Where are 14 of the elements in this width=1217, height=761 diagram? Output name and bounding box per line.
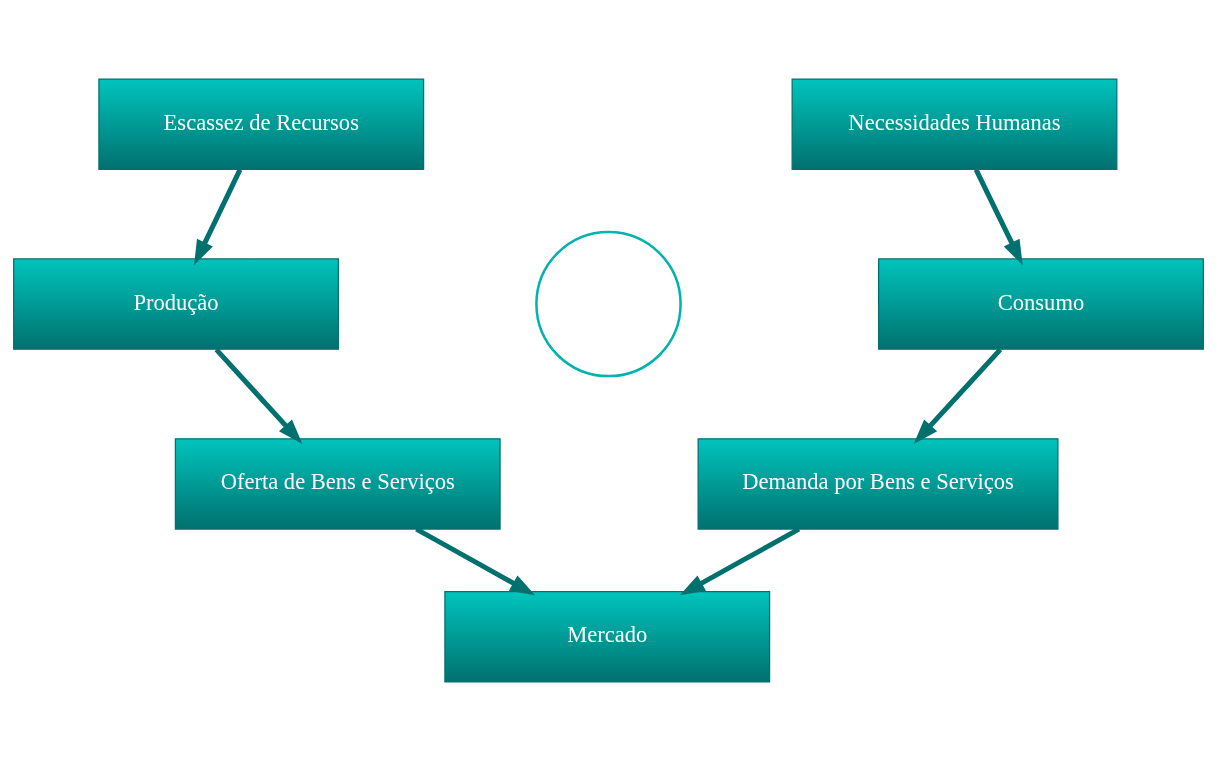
node-box: Escassez de Recursos	[98, 78, 425, 170]
node-box: Produção	[13, 258, 339, 350]
node-circle	[535, 230, 682, 378]
node-box: Demanda por Bens e Serviços	[697, 438, 1059, 530]
arrow	[913, 347, 1003, 444]
node-box: Necessidades Humanas	[791, 78, 1118, 170]
node-box: Oferta de Bens e Serviços	[174, 438, 501, 530]
arrow	[679, 526, 801, 596]
arrow	[214, 347, 303, 444]
node-box: Consumo	[878, 258, 1204, 350]
arrow	[194, 168, 243, 266]
arrow	[973, 168, 1023, 266]
node-box: Mercado	[444, 591, 771, 683]
arrow	[415, 526, 536, 596]
